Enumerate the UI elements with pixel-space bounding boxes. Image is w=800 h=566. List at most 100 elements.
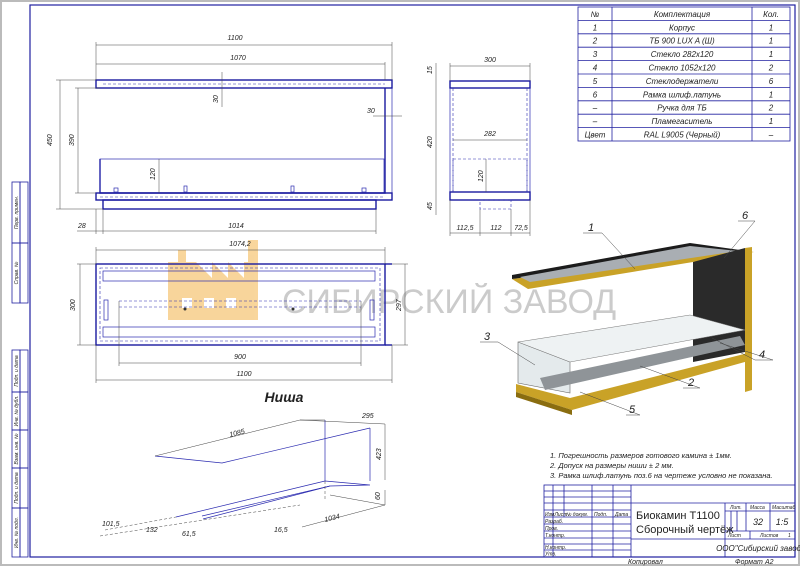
spec-cell: – [592, 117, 598, 126]
dim-30-top: 30 [213, 95, 220, 103]
dim-300-top: 300 [70, 299, 77, 311]
dim-295: 295 [361, 413, 374, 420]
dim-112-5: 112,5 [457, 225, 474, 232]
dim-1034: 1034 [324, 513, 341, 524]
drawing-subtitle: Сборочный чертёж [636, 524, 734, 536]
mass-label: Масса [750, 505, 765, 511]
note-2: 2. Допуск на размеры ниши ± 2 мм. [549, 461, 674, 470]
spec-cell: 1 [769, 90, 773, 99]
strip-value-cell [19, 242, 29, 304]
sheets-label: Листов [759, 533, 779, 539]
balloon-2: 2 [687, 377, 694, 389]
dim-60: 60 [375, 492, 382, 500]
spec-cell: 2 [768, 104, 774, 113]
spec-cell: 6 [769, 77, 774, 86]
dim-120-side: 120 [478, 170, 485, 182]
dim-1085: 1085 [229, 428, 246, 439]
strip-label: Инв. № подл. [14, 517, 20, 548]
dim-15: 15 [427, 66, 434, 74]
niche-title: Ниша [265, 389, 304, 405]
strip-label: Справ. № [14, 261, 20, 284]
dim-61-5: 61,5 [182, 531, 196, 538]
watermark-logo [168, 240, 258, 320]
front-view: 1100 1070 30 30 450 390 120 28 1014 [47, 35, 402, 234]
dim-390: 390 [69, 134, 76, 146]
col-header-date: Дата [614, 512, 628, 518]
spec-cell: 1 [769, 23, 773, 32]
company-name: ООО"Сибирский завод" [716, 544, 800, 553]
scale-label: Масштаб [772, 505, 796, 511]
strip-value-cell [19, 181, 29, 244]
spec-cell: Стеклодержатели [646, 77, 719, 86]
dim-1014: 1014 [228, 223, 244, 230]
balloon-1: 1 [588, 222, 594, 234]
spec-cell: 1 [769, 37, 773, 46]
col-header-izm: Изм. [545, 512, 556, 518]
role-tkontr: Т.контр. [545, 533, 565, 539]
mass-value: 32 [753, 517, 763, 527]
sheet-label: Лист [727, 533, 741, 539]
dim-1074-2: 1074,2 [229, 241, 251, 248]
balloon-5: 5 [629, 404, 636, 416]
spec-cell: 3 [593, 50, 598, 59]
balloon-3: 3 [484, 331, 491, 343]
side-view: 300 15 420 282 120 45 112,5 112 72,5 [427, 57, 531, 236]
dim-900: 900 [234, 354, 246, 361]
spec-header: № [591, 10, 600, 19]
note-1: 1. Погрешность размеров готового камина … [550, 451, 732, 460]
spec-cell: Стекло 1052х120 [649, 64, 717, 73]
dim-120: 120 [150, 168, 157, 180]
balloon-leaders [480, 220, 774, 416]
dim-28: 28 [77, 223, 86, 230]
strip-label: Подп. и дата [14, 472, 20, 504]
balloon-6: 6 [742, 210, 749, 222]
balloon-4: 4 [759, 349, 765, 361]
spec-cell: 5 [593, 77, 598, 86]
spec-cell: 1 [769, 117, 773, 126]
role-prov: Пров. [545, 526, 558, 532]
spec-cell: 6 [593, 90, 598, 99]
strip-value-cell [19, 391, 29, 431]
dim-423: 423 [376, 448, 383, 460]
spec-cell: Рамка шлиф.латунь [643, 90, 721, 99]
col-header-doc: № докум. [566, 512, 588, 518]
strip-value-cell [19, 429, 29, 469]
format-label: Формат [735, 559, 763, 566]
spec-cell: – [768, 131, 774, 140]
spec-cell: – [592, 104, 598, 113]
role-razrab: Разраб. [545, 519, 563, 525]
spec-cell: 4 [593, 64, 598, 73]
dim-1100: 1100 [227, 35, 242, 42]
format-value: A2 [764, 559, 774, 566]
spec-header: Кол. [763, 10, 779, 19]
drawing-title: Биокамин Т1100 [636, 510, 720, 522]
spec-cell: 2 [768, 64, 774, 73]
strip-value-cell [19, 507, 29, 558]
spec-cell: 1 [593, 23, 597, 32]
strip-value-cell [19, 467, 29, 509]
dim-101-5: 101,5 [102, 521, 120, 528]
spec-cell: Ручка для ТБ [657, 104, 706, 113]
strip-label: Подп. и дата [14, 355, 20, 387]
lit-label: Лит. [729, 505, 742, 511]
copied-label: Копировал [628, 559, 663, 566]
spec-cell: Цвет [585, 131, 606, 140]
dim-132: 132 [146, 527, 158, 534]
assembly-render [512, 243, 754, 415]
dim-420: 420 [427, 136, 434, 148]
dim-45: 45 [427, 202, 434, 210]
dim-297: 297 [396, 298, 403, 312]
strip-label: Инв. № дубл. [14, 396, 20, 427]
dim-16-5: 16,5 [274, 527, 288, 534]
strip-label: Взам. инв. № [14, 433, 20, 465]
strip-label: Перв. примен. [14, 196, 20, 229]
spec-cell: Пламегаситель [651, 117, 712, 126]
spec-cell: 2 [592, 37, 598, 46]
dim-450: 450 [47, 134, 54, 146]
niche-isometric: 1085 295 423 60 1034 101,5 132 61,5 16,5 [99, 413, 386, 538]
